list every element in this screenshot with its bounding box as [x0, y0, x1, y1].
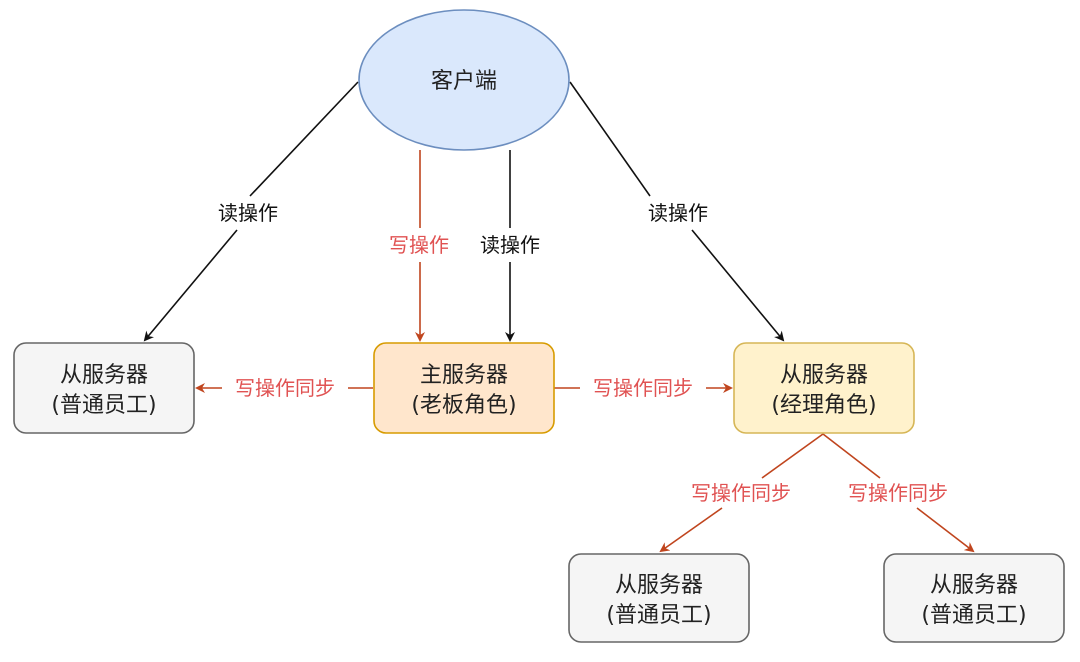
node-role: (老板角色) [411, 393, 516, 418]
edge-label-sync: 写操作同步 [848, 481, 948, 505]
node-role: (普通员工) [921, 603, 1026, 628]
edge-label-sync: 写操作同步 [593, 376, 693, 400]
edge-label-read: 读操作 [480, 233, 540, 257]
edge-master-to-manager-sync: 写操作同步 [554, 376, 733, 400]
edge-manager-to-bottom-left-sync: 写操作同步 [659, 433, 824, 553]
node-master: 主服务器 (老板角色) [373, 342, 555, 434]
edge-label-sync: 写操作同步 [691, 481, 791, 505]
node-role: (经理角色) [771, 393, 876, 418]
edge-manager-to-bottom-right-sync: 写操作同步 [822, 433, 975, 553]
node-title: 从服务器 [930, 573, 1018, 598]
node-client: 客户端 [358, 9, 570, 151]
node-slave-bottom-left: 从服务器 (普通员工) [568, 553, 750, 643]
edge-client-to-manager-read: 读操作 [569, 81, 785, 342]
node-role: (普通员工) [51, 393, 156, 418]
edge-label-sync: 写操作同步 [235, 376, 335, 400]
edge-client-to-master-write: 写操作 [389, 150, 449, 342]
node-role: (普通员工) [606, 603, 711, 628]
node-title: 主服务器 [420, 363, 508, 388]
node-title: 从服务器 [615, 573, 703, 598]
edge-label-read: 读操作 [218, 201, 278, 225]
node-title: 从服务器 [780, 363, 868, 388]
edge-client-to-left-read: 读操作 [143, 81, 359, 342]
node-slave-left: 从服务器 (普通员工) [13, 342, 195, 434]
node-slave-bottom-right: 从服务器 (普通员工) [883, 553, 1065, 643]
edge-client-to-master-read: 读操作 [480, 150, 540, 342]
edge-master-to-left-sync: 写操作同步 [195, 376, 373, 400]
node-title: 从服务器 [60, 363, 148, 388]
node-client-label: 客户端 [431, 69, 497, 94]
edge-label-write: 写操作 [389, 233, 449, 257]
node-slave-manager: 从服务器 (经理角色) [733, 342, 915, 434]
edge-label-read: 读操作 [648, 201, 708, 225]
